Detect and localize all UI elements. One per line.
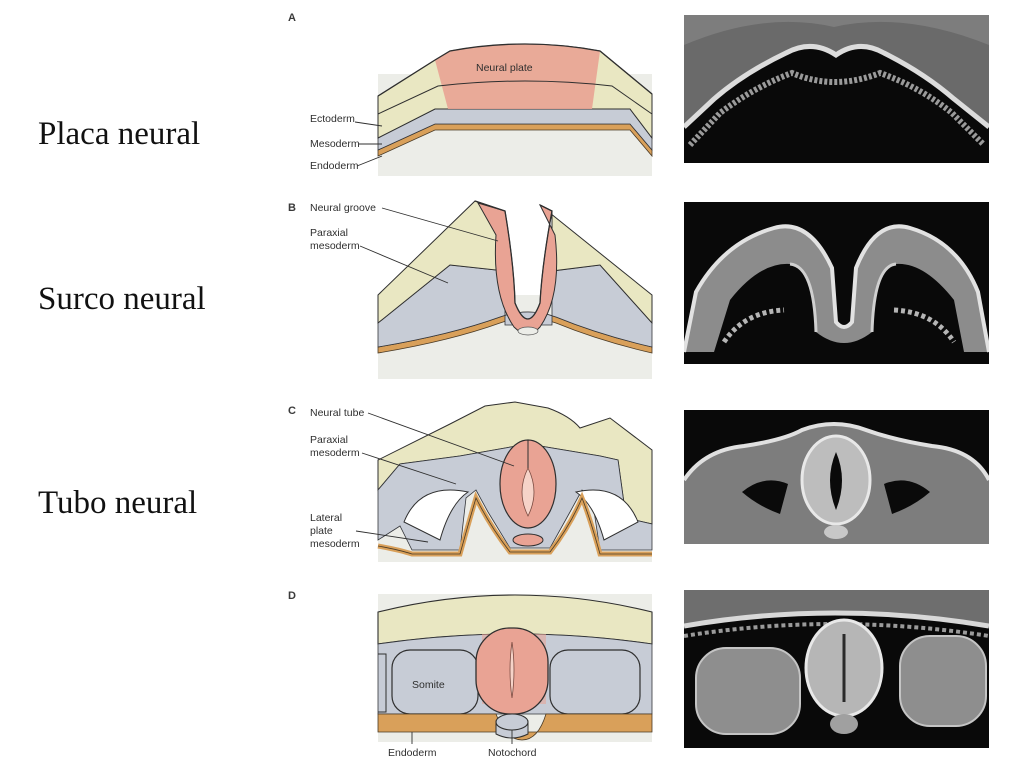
label-neural-tube: Neural tube: [310, 407, 364, 419]
label-paraxial-line2: mesoderm: [310, 240, 360, 252]
neural-plate-micrograph: [684, 15, 989, 163]
neural-plate-diagram: Neural plate Ectoderm Mesoderm Endoderm: [310, 43, 653, 176]
label-notochord: Notochord: [488, 747, 537, 759]
label-endoderm: Endoderm: [310, 160, 359, 172]
neural-tube-diagram: Neural tube Paraxial mesoderm Lateral pl…: [310, 401, 653, 562]
paraxial-mesoderm: [377, 264, 653, 348]
label-paraxial-line1: Paraxial: [310, 227, 348, 239]
stage-title-neural-groove: Surco neural: [38, 281, 206, 317]
somite-right: [549, 649, 641, 715]
label-neural-plate: Neural plate: [476, 62, 533, 74]
label-lateral-line2: plate: [310, 525, 333, 537]
panel-letter-b: B: [288, 202, 296, 214]
label-paraxial-line2: mesoderm: [310, 447, 360, 459]
neural-groove-micrograph: [684, 202, 989, 364]
somite-stage-diagram: Somite Endoderm Notochord: [377, 594, 653, 759]
label-mesoderm: Mesoderm: [310, 138, 360, 150]
label-endoderm: Endoderm: [388, 747, 437, 759]
panel-letter-c: C: [288, 405, 296, 417]
label-lateral-line1: Lateral: [310, 512, 342, 524]
stage-title-neural-plate: Placa neural: [38, 116, 201, 152]
panel-letter-d: D: [288, 590, 296, 602]
label-lateral-line3: mesoderm: [310, 538, 360, 550]
neural-groove-diagram: Neural groove Paraxial mesoderm: [310, 200, 653, 379]
stage-title-neural-tube: Tubo neural: [38, 485, 198, 521]
label-somite: Somite: [412, 679, 445, 691]
somite-stage-micrograph: [684, 590, 989, 748]
neural-plate-region: [435, 44, 600, 109]
label-ectoderm: Ectoderm: [310, 113, 355, 125]
notochord: [495, 713, 529, 731]
notochord: [512, 533, 544, 547]
neural-tube-micrograph: [684, 410, 989, 544]
label-neural-groove: Neural groove: [310, 202, 376, 214]
label-paraxial-line1: Paraxial: [310, 434, 348, 446]
panel-letter-a: A: [288, 12, 296, 24]
